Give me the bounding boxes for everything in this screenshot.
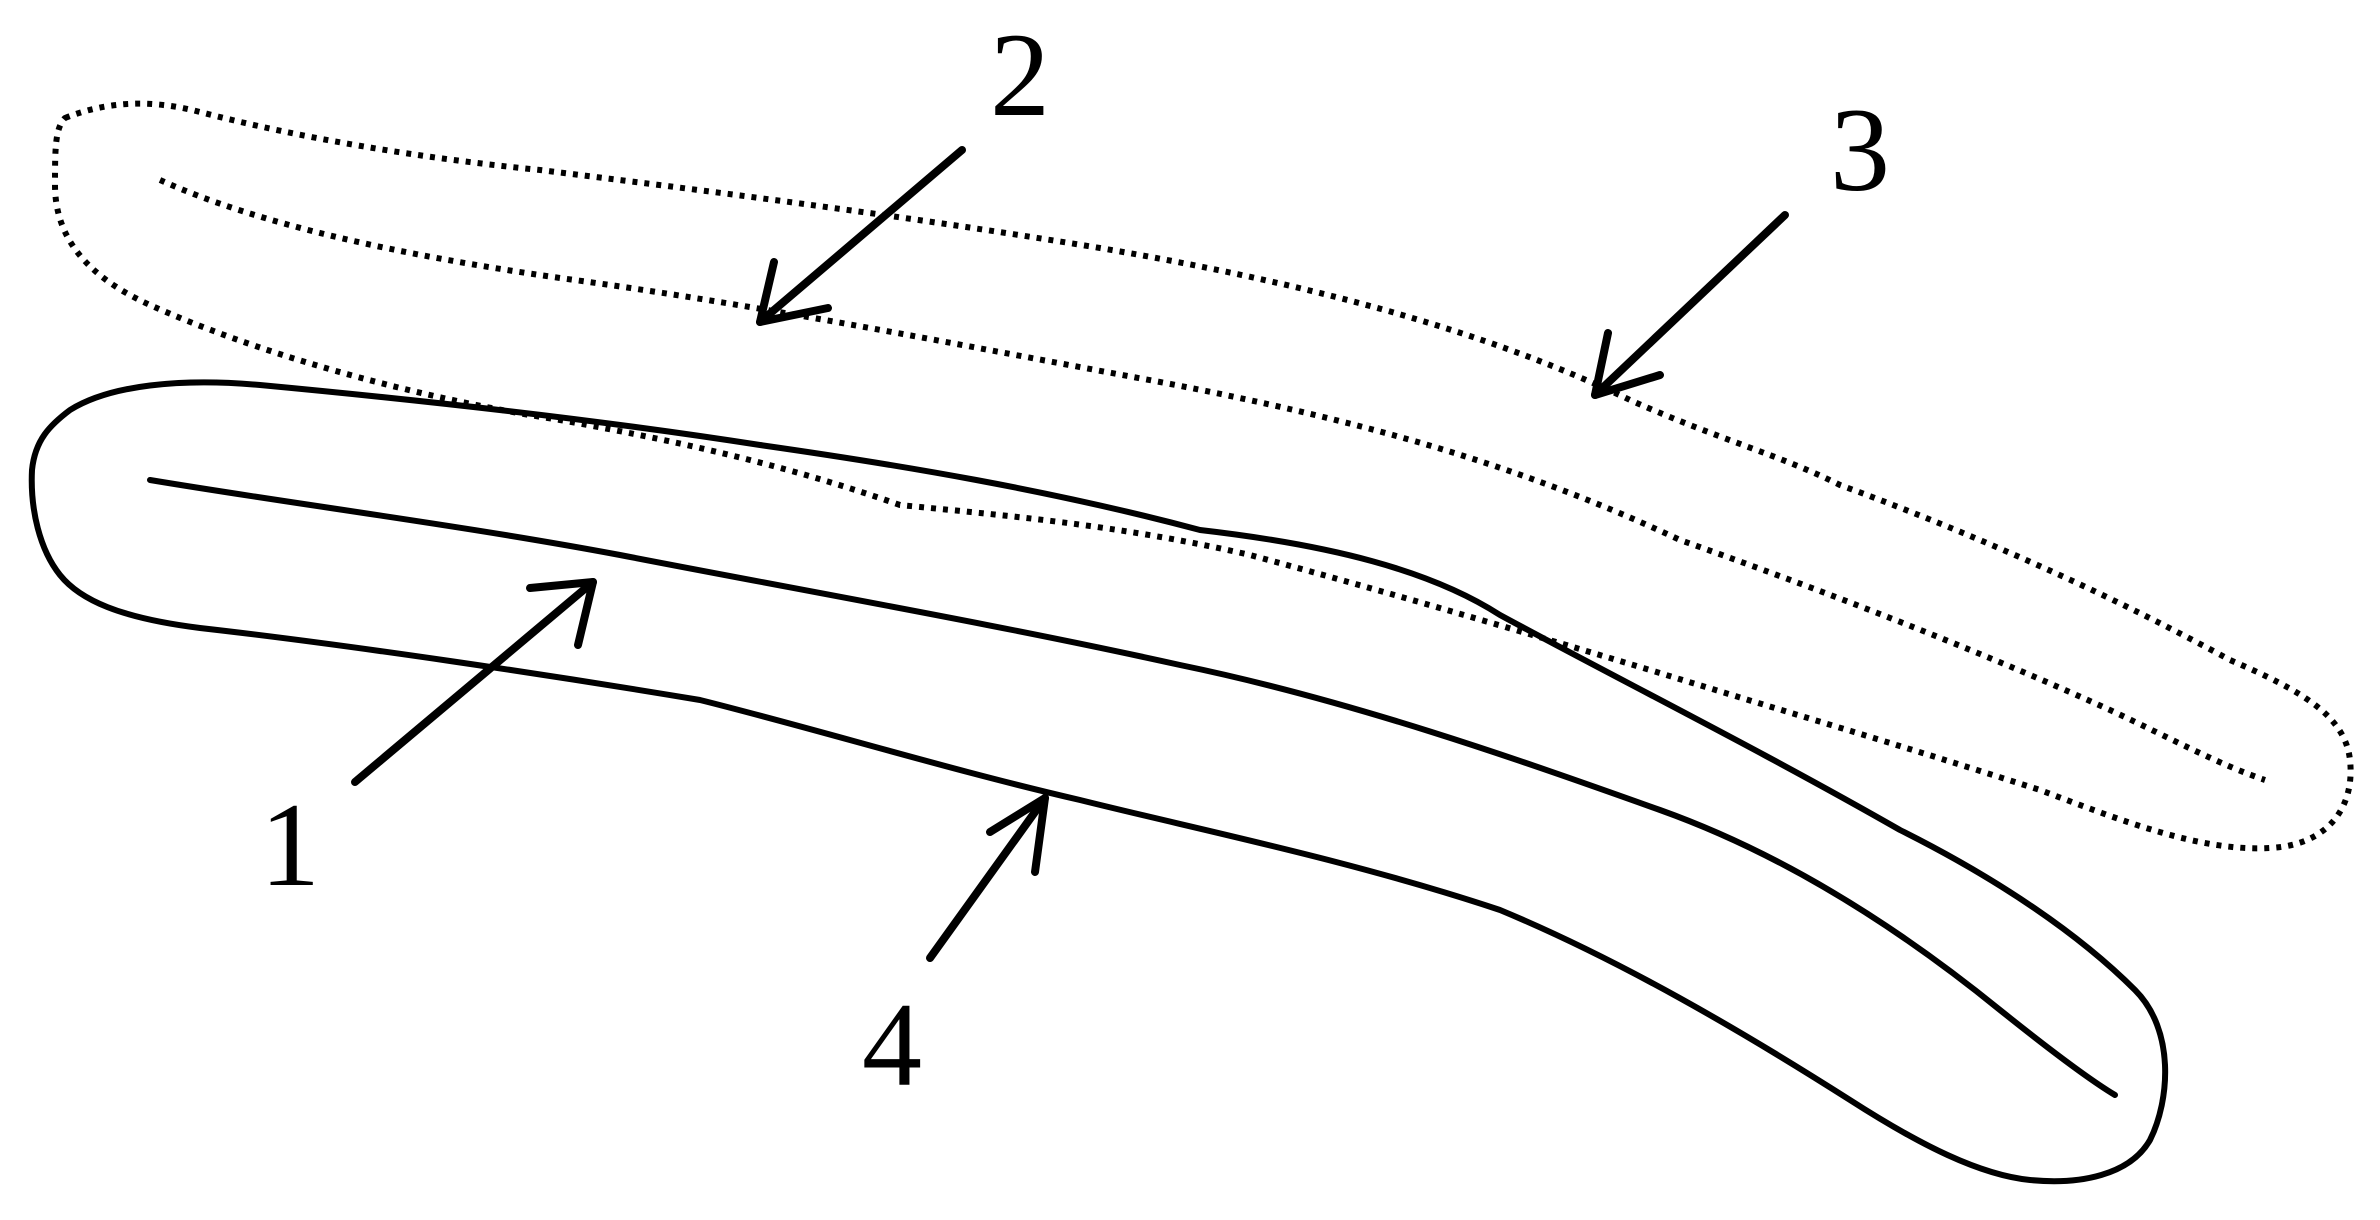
label-2: 2 bbox=[990, 8, 1050, 141]
pointer-arrow-1 bbox=[351, 578, 597, 786]
dotted-outer-outline bbox=[52, 100, 2354, 852]
dotted-inner-line bbox=[158, 177, 2266, 783]
pointer-arrow-2 bbox=[756, 146, 966, 326]
solid-outer-outline bbox=[28, 379, 2169, 1185]
pointer-arrow-4 bbox=[926, 794, 1049, 962]
label-1: 1 bbox=[260, 778, 320, 911]
solid-inner-line bbox=[147, 477, 2118, 1098]
label-4: 4 bbox=[862, 978, 922, 1111]
label-3: 3 bbox=[1830, 83, 1890, 216]
pointer-arrow-3 bbox=[1591, 211, 1789, 399]
